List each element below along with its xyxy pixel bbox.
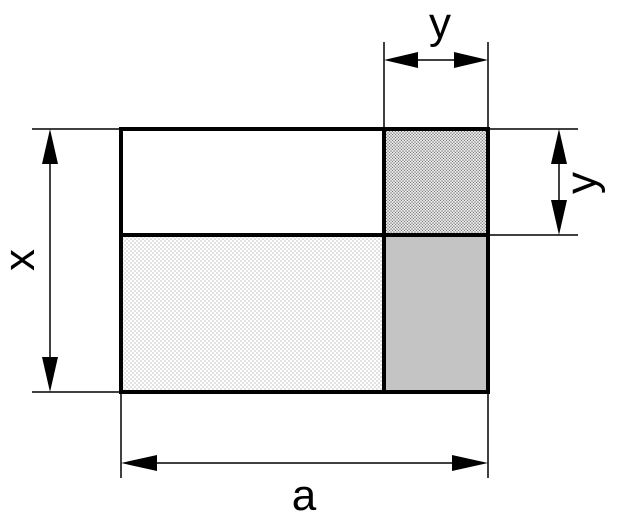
bottom-width-label: a [292, 471, 317, 520]
right-height-label: y [557, 172, 606, 194]
extension-lines [32, 42, 578, 478]
top-width-dimension-arrow [384, 52, 488, 68]
right-height-dimension-arrow [551, 129, 567, 235]
left-height-dimension-arrow [42, 129, 58, 392]
light-stipple-region [121, 235, 384, 392]
dense-stipple-square [384, 129, 488, 235]
top-width-label: y [429, 0, 451, 48]
left-height-label: x [0, 249, 44, 271]
solid-grey-region [384, 235, 488, 392]
outer-rectangle [119, 127, 490, 394]
bottom-width-dimension-arrow [121, 455, 488, 471]
white-region [121, 129, 384, 235]
